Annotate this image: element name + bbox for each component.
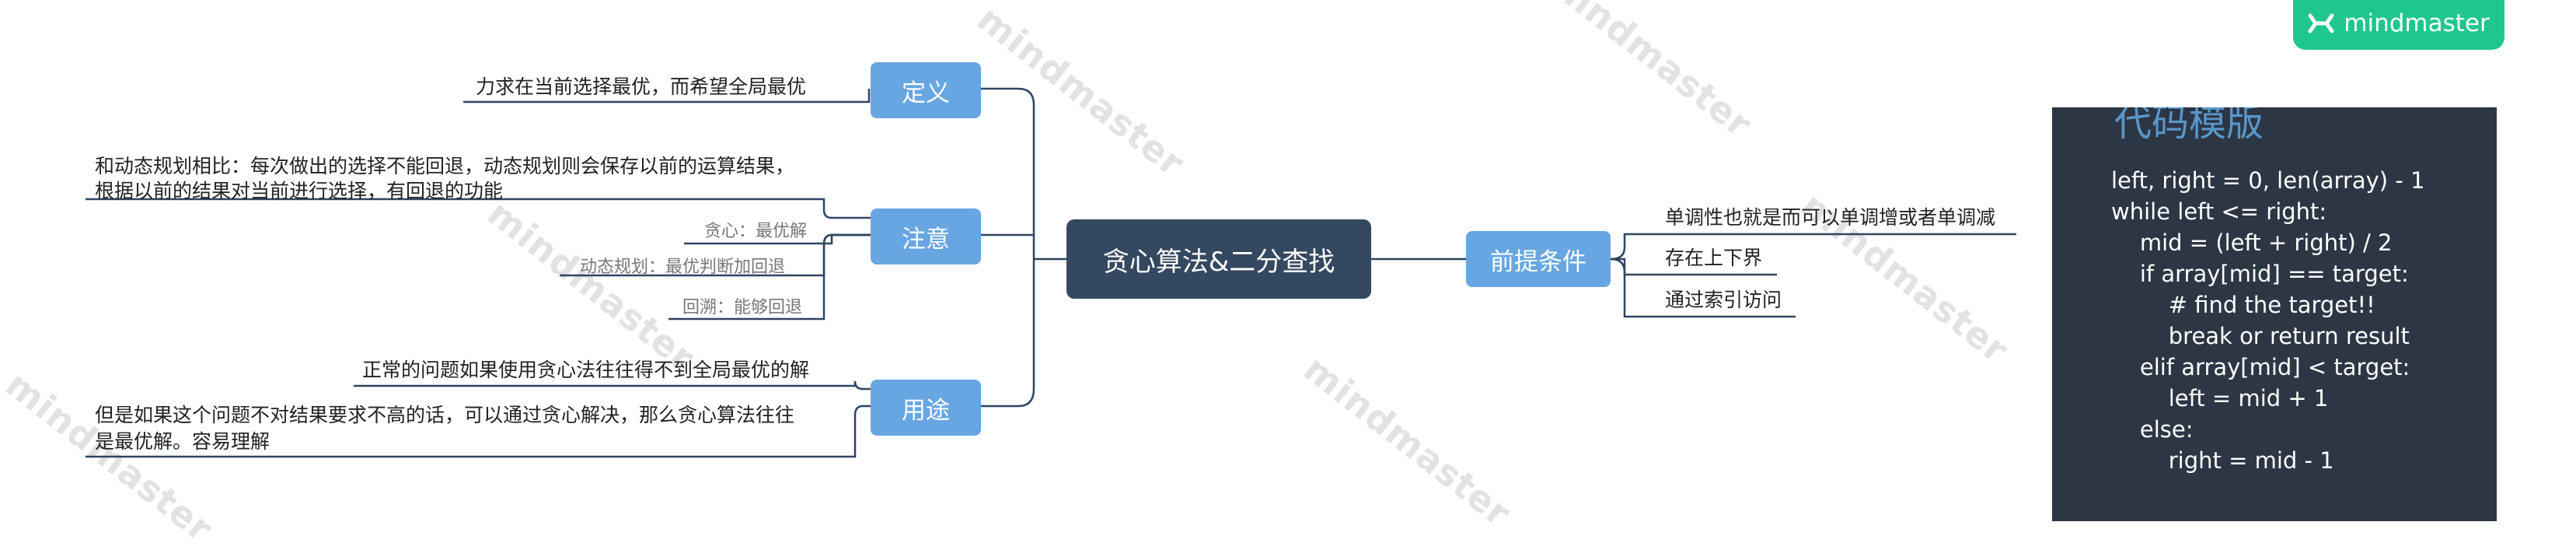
code-line: elif array[mid] < target: — [2111, 354, 2410, 380]
mindmaster-logo-icon — [2308, 13, 2334, 33]
branch-definition[interactable]: 定义 — [871, 62, 981, 118]
code-template-panel[interactable]: 代码模版 left, right = 0, len(array) - 1 whi… — [2052, 107, 2497, 521]
brand-name: mindmaster — [2344, 9, 2490, 37]
mindmap-connectors — [86, 87, 2016, 458]
code-line: else: — [2111, 416, 2194, 443]
code-line: right = mid - 1 — [2111, 447, 2334, 474]
leaf-usage-line1[interactable]: 正常的问题如果使用贪心法往往得不到全局最优的解 — [362, 359, 810, 381]
leaf-definition[interactable]: 力求在当前选择最优，而希望全局最优 — [476, 75, 807, 98]
code-template-body: left, right = 0, len(array) - 1 while le… — [2111, 165, 2424, 476]
leaf-notes-line1[interactable]: 和动态规划相比：每次做出的选择不能回退，动态规划则会保存以前的运算结果， — [95, 155, 795, 177]
code-line: while left <= right: — [2111, 198, 2327, 225]
branch-definition-label: 定义 — [902, 79, 950, 107]
leaf-notes-dp[interactable]: 动态规划：最优判断加回退 — [580, 257, 786, 277]
connector-usage-leaf2 — [86, 405, 874, 458]
code-line: if array[mid] == target: — [2111, 261, 2409, 287]
leaf-usage-line3[interactable]: 是最优解。容易理解 — [95, 430, 271, 453]
leaf-notes-line2[interactable]: 根据以前的结果对当前进行选择，有回退的功能 — [95, 180, 504, 202]
leaf-usage-line2[interactable]: 但是如果这个问题不对结果要求不高的话，可以通过贪心解决，那么贪心算法往往 — [95, 404, 795, 426]
connector-definition-leaf — [463, 89, 871, 103]
code-template-title: 代码模版 — [2114, 107, 2264, 145]
leaf-prereq-bounds[interactable]: 存在上下界 — [1665, 247, 1763, 269]
leaf-prereq-index[interactable]: 通过索引访问 — [1665, 289, 1782, 311]
branch-usage-label: 用途 — [902, 396, 950, 425]
code-line: left = mid + 1 — [2111, 385, 2329, 412]
code-line: left, right = 0, len(array) - 1 — [2111, 167, 2425, 194]
branch-prerequisites-label: 前提条件 — [1490, 247, 1586, 276]
code-line: break or return result — [2111, 323, 2410, 349]
mindmaster-badge[interactable]: mindmaster — [2293, 0, 2504, 50]
leaf-notes-backtrack[interactable]: 回溯：能够回退 — [682, 298, 803, 317]
branch-notes-label: 注意 — [902, 225, 950, 254]
connector-prereq-leaf3 — [1610, 257, 1796, 318]
branch-prerequisites[interactable]: 前提条件 — [1466, 231, 1611, 287]
leaf-prereq-monotonic[interactable]: 单调性也就是而可以单调增或者单调减 — [1665, 206, 1996, 229]
connector-trunk-left — [981, 87, 1035, 408]
connector-notes-sub3 — [668, 233, 874, 321]
code-line: # find the target!! — [2111, 292, 2375, 318]
connector-usage-leaf1 — [354, 380, 874, 391]
code-line: mid = (left + right) / 2 — [2111, 229, 2393, 256]
connector-notes-text — [86, 198, 874, 219]
branch-usage[interactable]: 用途 — [871, 380, 981, 436]
root-topic[interactable]: 贪心算法&二分查找 — [1066, 219, 1371, 299]
root-topic-label: 贪心算法&二分查找 — [1102, 246, 1335, 278]
leaf-notes-greedy[interactable]: 贪心：最优解 — [704, 222, 808, 241]
branch-notes[interactable]: 注意 — [871, 208, 981, 264]
